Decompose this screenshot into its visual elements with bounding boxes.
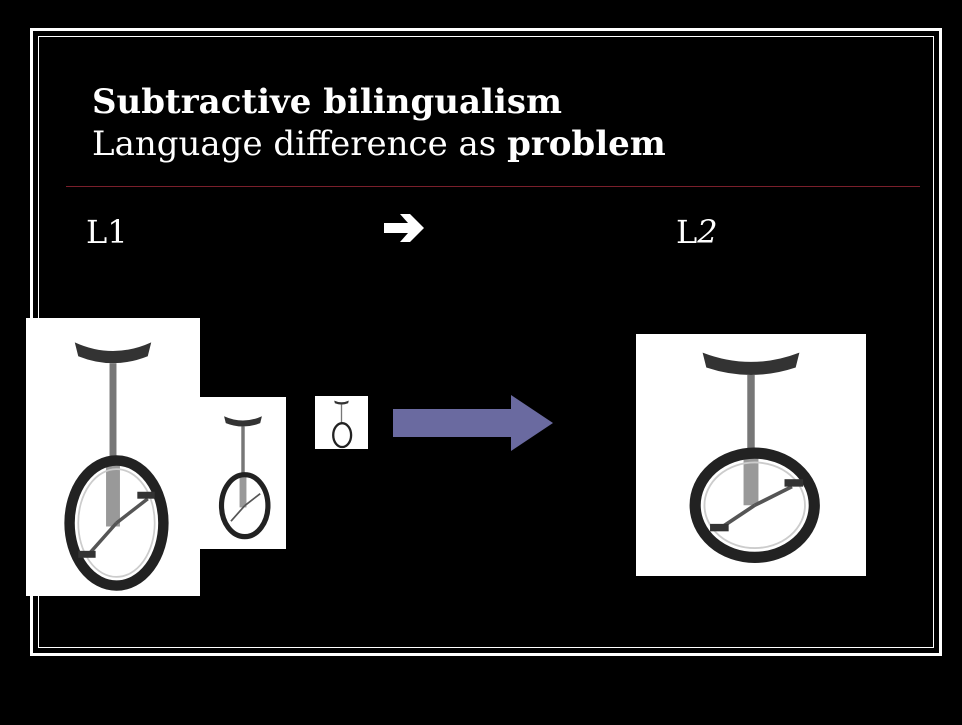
block-right-arrow-icon [393, 395, 553, 451]
title-divider [66, 186, 920, 187]
unicycle-icon [64, 342, 169, 591]
subtitle-prefix: Language difference as [92, 124, 508, 164]
unicycle-image-tiny [315, 396, 368, 449]
label-l2-letter: L [676, 213, 698, 251]
right-arrow-icon [384, 214, 424, 242]
label-l2-number: 2 [697, 213, 718, 251]
slide-title: Subtractive bilingualism [92, 82, 562, 122]
unicycle-image-medium [200, 397, 286, 549]
label-l1-number: 1 [107, 213, 128, 251]
label-l2: L2 [676, 212, 718, 252]
label-l1-letter: L [86, 213, 108, 251]
unicycle-image-large [26, 318, 200, 596]
unicycle-image-right [636, 334, 866, 576]
subtitle-emphasis: problem [507, 124, 666, 164]
unicycle-icon [689, 352, 820, 563]
unicycle-icon [332, 400, 353, 449]
slide-subtitle: Language difference as problem [92, 122, 666, 166]
unicycle-icon [218, 416, 271, 540]
label-l1: L1 [86, 212, 128, 252]
